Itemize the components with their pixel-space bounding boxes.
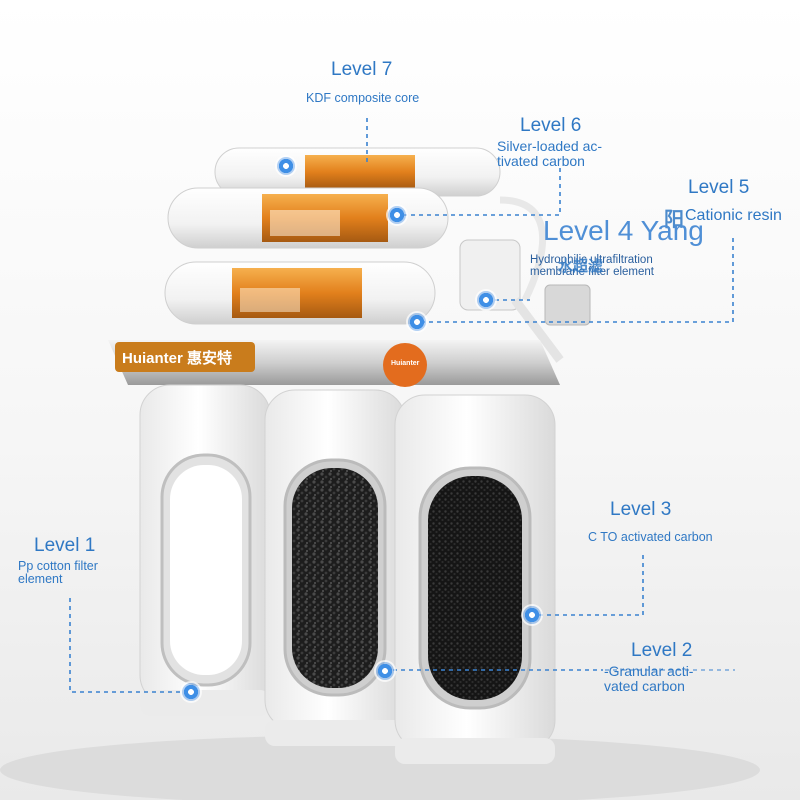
level-4-marker — [477, 291, 495, 309]
level-5-overlay: 阳 — [664, 209, 684, 231]
level-7-marker — [277, 157, 295, 175]
level-4-fittings — [459, 196, 591, 363]
level-5-marker — [408, 313, 426, 331]
level-2-desc: -Granular acti- vated carbon — [604, 663, 694, 694]
level-3-desc: C TO activated carbon — [588, 530, 713, 544]
level-5-cartridge — [164, 261, 436, 325]
level-4-title: Level 4 Yang — [543, 215, 704, 246]
mounting-plate — [108, 340, 560, 387]
level-6-marker — [388, 206, 406, 224]
level-3-title: Level 3 — [610, 499, 672, 520]
level-2-marker — [376, 662, 394, 680]
level-4-desc: Hydrophilic ultrafiltration membrane fil… — [530, 254, 654, 279]
level-5-title: Level 5 — [688, 177, 750, 198]
level-3-marker — [523, 606, 541, 624]
badge-logo: Huianter — [391, 360, 420, 367]
housing-3 — [394, 394, 556, 764]
level-6-title: Level 6 — [520, 115, 582, 136]
brand-logo: Huianter 惠安特 — [122, 350, 233, 367]
level-6-desc: Silver-loaded ac- tivated carbon — [497, 138, 603, 169]
level-7-desc: KDF composite core — [306, 91, 420, 105]
level-1-desc: Pp cotton filter element — [18, 559, 98, 587]
housing-2 — [264, 389, 406, 746]
level-7-title: Level 7 — [331, 59, 393, 80]
level-2-title: Level 2 — [631, 640, 693, 661]
level-6-cartridge — [167, 187, 449, 249]
housing-1 — [139, 384, 271, 716]
leader-lines — [69, 118, 734, 693]
level-4-overlay: 水超滤 — [558, 258, 604, 275]
level-5-desc: Cationic resin — [685, 207, 782, 224]
level-1-title: Level 1 — [34, 535, 96, 556]
level-1-marker — [182, 683, 200, 701]
